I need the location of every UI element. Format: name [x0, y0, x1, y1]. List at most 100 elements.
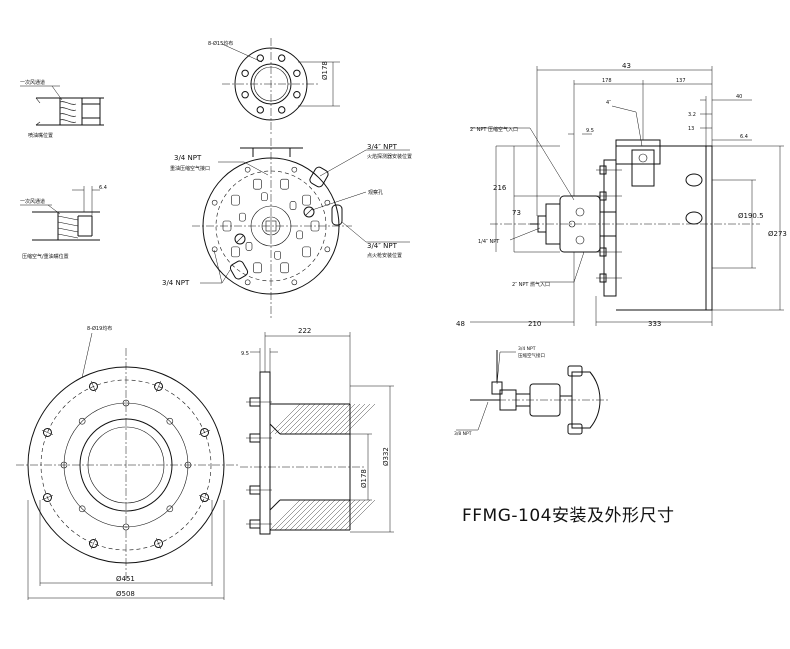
hole-centerline — [198, 495, 211, 501]
dim-178-section: Ø178 — [360, 469, 368, 488]
bolt-hole — [184, 461, 192, 469]
bolt-hole — [166, 505, 174, 513]
bolt-hole — [291, 166, 298, 173]
bolt-hole — [241, 91, 249, 99]
burner-port — [280, 178, 289, 190]
detail-mid-channel-label: 一次风通道 — [20, 198, 45, 205]
bolt-hole — [291, 279, 298, 286]
npt-34-left-desc: 重油压缩空气接口 — [170, 165, 210, 172]
bolt-hole — [324, 246, 331, 253]
detail-top-channel-label: 一次风通道 — [20, 79, 45, 86]
hatch-line — [304, 499, 336, 531]
bolt-hole — [154, 539, 164, 549]
burner-port — [253, 178, 262, 190]
dim-333: 333 — [648, 320, 661, 328]
hatch-line — [314, 403, 346, 435]
hatch-line — [329, 403, 361, 435]
dim-222: 222 — [298, 327, 311, 335]
burner-port — [231, 246, 240, 258]
burner-port — [302, 246, 311, 258]
bolt-hole — [78, 417, 86, 425]
dim-332: Ø332 — [382, 447, 390, 466]
dim-4in: 4″ — [606, 100, 611, 106]
npt-34-right-desc: 点火枪安装位置 — [367, 252, 402, 259]
hatch-line — [344, 403, 376, 435]
burner-port — [261, 192, 268, 202]
bolt-hole — [154, 381, 164, 391]
npt-34-left: 3/4 NPT — [174, 154, 202, 162]
hatch-line — [279, 499, 311, 531]
hatch-line — [319, 403, 351, 435]
burner-port — [296, 230, 303, 240]
burner-port — [239, 212, 246, 222]
dim-13: 13 — [688, 126, 694, 132]
hatch-line — [284, 499, 316, 531]
bolt-hole — [244, 166, 251, 173]
bolt-hole — [244, 279, 251, 286]
npt-34-top-desc: 火焰探测器安装位置 — [367, 153, 412, 160]
sectional-side-view: 222 9.5 Ø332 Ø178 — [240, 327, 394, 535]
hole-centerline — [156, 380, 162, 393]
observe-hole-label: 观察孔 — [368, 189, 383, 196]
dim-6.4: 6.4 — [740, 134, 748, 140]
hole-centerline — [198, 429, 211, 435]
dim-508: Ø508 — [116, 590, 135, 598]
detail-air-nozzle-position: 6.4 一次风通道 压缩空气/重油嘴位置 — [20, 185, 107, 260]
hole-centerline — [156, 537, 162, 550]
hatch-line — [329, 499, 361, 531]
side-elevation: 43 178 137 4″ 40 3.2 13 6.4 216 73 2″ NP… — [456, 62, 787, 328]
dim-9.5-side: 9.5 — [586, 128, 594, 134]
hatch-line — [339, 403, 371, 435]
dim-73: 73 — [512, 209, 521, 217]
bolt-hole — [88, 539, 98, 549]
top-flange-holes-label: 8-Ø15均布 — [208, 40, 233, 47]
hole-centerline — [90, 380, 96, 393]
dim-overall: 43 — [622, 62, 631, 70]
bolt-hole — [200, 493, 210, 503]
npt2-bottom: 2″ NPT 燃气入口 — [512, 281, 550, 288]
dim-40: 40 — [736, 94, 742, 100]
burner-port — [280, 262, 289, 274]
bolt-hole — [78, 505, 86, 513]
burner-port — [310, 220, 320, 232]
hatch-line — [269, 499, 301, 531]
bolt-hole — [60, 461, 68, 469]
hatch-line — [299, 403, 331, 435]
dim-48: 48 — [456, 320, 465, 328]
burner-port — [274, 250, 281, 260]
small-npt34-desc: 压缩空气接口 — [518, 352, 545, 359]
dim-178-side: 178 — [602, 78, 612, 84]
hatch-line — [299, 499, 331, 531]
hole-centerline — [41, 429, 54, 435]
bolt-hole — [88, 381, 98, 391]
hatch-line — [294, 499, 326, 531]
burner-port — [231, 194, 240, 206]
bolt-hole — [211, 246, 218, 253]
hatch-line — [344, 499, 376, 531]
detail-mid-dim: 6.4 — [99, 185, 107, 191]
bolt-hole — [278, 54, 286, 62]
dim-273: Ø273 — [768, 230, 787, 238]
hatch-line — [334, 403, 366, 435]
npt-14: 1/4″ NPT — [478, 239, 500, 245]
bolt-hole — [241, 69, 249, 77]
bottom-flange-view: 8-Ø19均布 Ø451 Ø508 — [16, 325, 238, 600]
burner-port — [245, 242, 253, 251]
bolt-hole — [122, 399, 130, 407]
dim-137: 137 — [676, 78, 686, 84]
npt2-top: 2″ NPT 压缩空气入口 — [470, 126, 518, 133]
dim-210: 210 — [528, 320, 541, 328]
hatch-line — [309, 499, 341, 531]
hatch-line — [339, 499, 371, 531]
bolt-hole — [324, 199, 331, 206]
hatch-line — [274, 403, 306, 435]
small-npt38: 3/8 NPT — [454, 431, 472, 437]
detail-mid-caption: 压缩空气/重油嘴位置 — [22, 253, 69, 260]
bolt-hole — [278, 106, 286, 114]
detail-top-caption: 喷油嘴位置 — [28, 132, 53, 139]
burner-port — [289, 201, 297, 210]
hatch-line — [274, 499, 306, 531]
small-npt34: 3/4 NPT — [518, 346, 536, 352]
air-inlet-detail: 3/4 NPT 压缩空气接口 3/8 NPT — [454, 346, 610, 437]
